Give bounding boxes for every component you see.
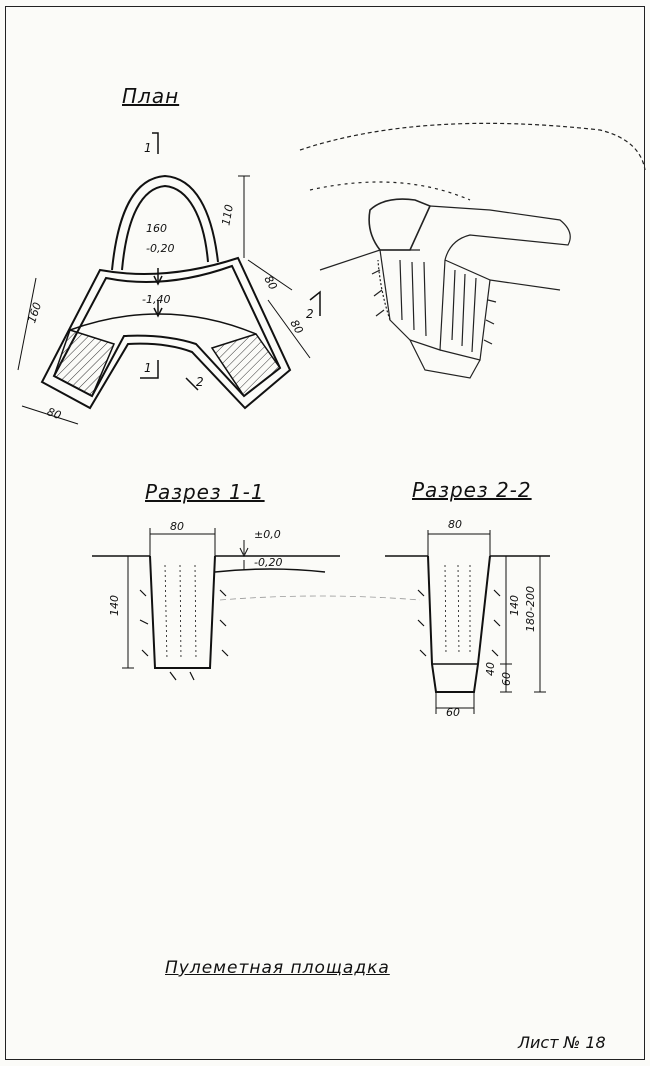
s11-level-zero: ±0,0 [254, 528, 281, 541]
section-1-1-drawing [92, 528, 340, 681]
s22-width-80: 80 [448, 518, 462, 531]
s22-bottom-60: 60 [446, 706, 460, 719]
s11-depth-140: 140 [108, 595, 121, 616]
cut-2-bottom-mark: 2 [196, 375, 204, 389]
s22-depth-40: 40 [484, 662, 497, 676]
section-2-2-title: Разрез 2-2 [412, 478, 532, 502]
drawing-caption: Пулеметная площадка [165, 958, 390, 978]
s11-level-020: -0,20 [254, 556, 282, 569]
section-2-2-drawing [385, 530, 550, 714]
perspective-sketch [299, 122, 646, 379]
plan-drawing [17, 132, 321, 425]
plan-dim-160-left: 160 [25, 301, 44, 325]
plan-level-140: -1,40 [142, 293, 170, 306]
section-1-1-title: Разрез 1-1 [145, 480, 265, 504]
cut-1-top-mark: 1 [144, 141, 152, 155]
plan-dim-80-b: 80 [287, 318, 305, 337]
plan-dim-80-bottom: 80 [45, 405, 63, 422]
s22-depth-140: 140 [508, 595, 521, 616]
s11-width-80: 80 [170, 520, 184, 533]
plan-dim-160-top: 160 [146, 222, 167, 235]
sheet-border [5, 6, 645, 1060]
s22-range-180-200: 180-200 [524, 586, 537, 632]
cut-1-bottom-mark: 1 [144, 361, 152, 375]
plan-dim-110: 110 [219, 204, 235, 227]
s22-depth-60: 60 [500, 672, 513, 686]
plan-title: План [122, 84, 180, 108]
sheet-number: Лист № 18 [518, 1033, 606, 1052]
plan-dim-80-a: 80 [261, 274, 279, 293]
paper-crease [219, 595, 421, 601]
plan-level-020: -0,20 [146, 242, 174, 255]
cut-2-right-mark: 2 [306, 307, 314, 321]
